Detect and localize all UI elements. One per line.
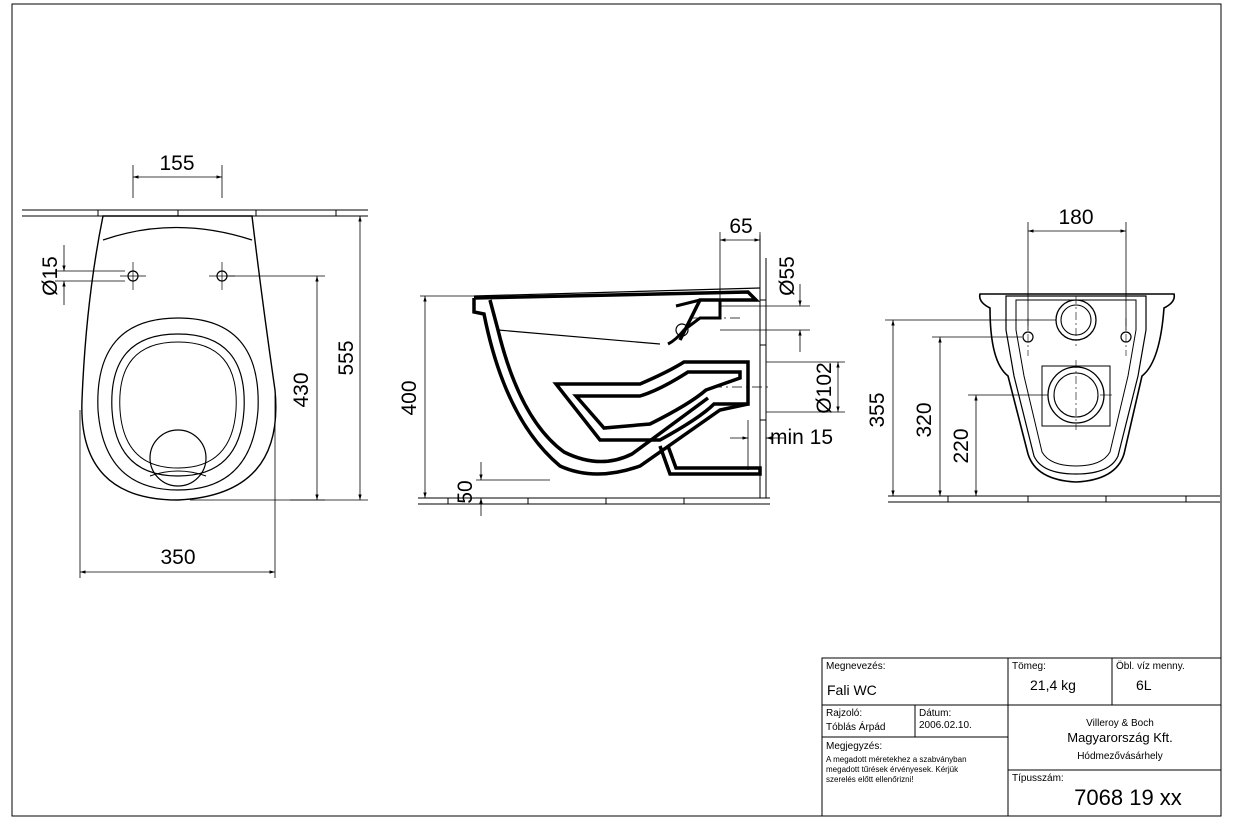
note-line-1: A megadott méretekhez a szabványban <box>826 755 967 764</box>
note-line-3: szerelés előtt ellenőrizni! <box>826 775 914 784</box>
label-220: 220 <box>950 428 973 463</box>
bowl-top-curve <box>102 226 253 241</box>
trap-channel <box>552 360 750 442</box>
side-wall-line <box>759 235 767 498</box>
flush-inlet <box>667 298 722 346</box>
dimension-min-15 <box>730 420 784 470</box>
front-view-labels: 155 Ø15 430 555 350 <box>39 152 358 569</box>
dimension-350 <box>79 395 276 578</box>
flush-label: Öbl. víz menny. <box>1116 660 1185 672</box>
rear-view <box>885 222 1220 503</box>
rim-top <box>473 290 761 341</box>
floor-line <box>418 497 770 505</box>
dimension-diameter-55 <box>690 284 810 352</box>
label-diameter-55: Ø55 <box>776 256 799 296</box>
rim-edge <box>473 287 761 297</box>
bowl-profile-outer <box>472 298 749 476</box>
label-355: 355 <box>866 392 889 427</box>
outlet-foot <box>658 445 762 476</box>
dimension-320 <box>932 336 1022 496</box>
label-diameter-102: Ø102 <box>813 362 836 413</box>
rear-floor-line <box>888 495 1220 503</box>
label-min-15: min 15 <box>770 426 833 449</box>
drain-bridge <box>149 470 207 477</box>
name-label: Megnevezés: <box>826 661 885 672</box>
type-label: Típusszám: <box>1012 773 1064 784</box>
rim-inner <box>497 329 661 345</box>
label-320: 320 <box>913 402 936 437</box>
type-value: 7068 19 xx <box>1074 785 1182 810</box>
front-view <box>22 165 368 578</box>
dimension-355 <box>885 319 1056 496</box>
drawer-label: Rajzoló: <box>826 708 862 719</box>
bowl-outline <box>81 215 277 501</box>
rear-inner <box>1005 295 1147 475</box>
company-line-3: Hódmezővásárhely <box>1077 751 1163 762</box>
bowl-rim <box>97 317 259 491</box>
dimension-diameter-102 <box>712 361 845 413</box>
label-155: 155 <box>159 152 194 175</box>
note-line-2: megadott tűrések érvényesek. Kérjük <box>826 765 959 774</box>
drain-circle <box>149 429 207 487</box>
dimension-180 <box>1027 222 1127 330</box>
flush-inlet-connector <box>675 323 689 337</box>
flush-value: 6L <box>1136 677 1152 693</box>
title-block: Megnevezés: Fali WC Tömeg: 21,4 kg Öbl. … <box>383 657 1222 817</box>
weight-label: Tömeg: <box>1012 661 1046 672</box>
label-65: 65 <box>729 215 752 238</box>
trap-inner <box>572 370 742 430</box>
label-430: 430 <box>290 372 313 407</box>
dimension-400 <box>420 295 474 498</box>
dimension-155 <box>132 165 223 198</box>
rear-view-labels: 180 355 320 220 <box>866 206 1094 464</box>
company-line-1: Villeroy & Boch <box>1086 718 1154 729</box>
dimension-555 <box>290 215 368 501</box>
dimension-65 <box>719 232 761 300</box>
label-350: 350 <box>160 546 195 569</box>
wall-line <box>22 209 368 217</box>
bowl-profile-inner <box>488 299 710 464</box>
sheet-border <box>11 3 1222 817</box>
dimension-50 <box>476 462 550 516</box>
label-diameter-15: Ø15 <box>39 256 62 296</box>
company-line-2: Magyarország Kft. <box>1067 730 1173 745</box>
date-label: Dátum: <box>919 708 951 719</box>
bowl-inner-2 <box>119 341 237 469</box>
drawer-value: Tóblás Árpád <box>826 720 885 733</box>
rear-outline <box>978 293 1176 483</box>
weight-value: 21,4 kg <box>1030 677 1076 693</box>
label-400: 400 <box>398 380 421 415</box>
note-label: Megjegyzés: <box>826 741 882 752</box>
label-555: 555 <box>335 340 358 375</box>
dimension-220 <box>968 394 1048 496</box>
bowl-inner <box>111 333 245 477</box>
dimension-diameter-15 <box>55 245 125 305</box>
side-view <box>418 232 845 516</box>
side-view-labels: 400 50 65 Ø55 Ø102 min 15 <box>398 215 836 504</box>
rear-inner-2 <box>1015 299 1137 467</box>
date-value: 2006.02.10. <box>919 720 972 731</box>
label-180: 180 <box>1058 206 1093 229</box>
label-50: 50 <box>454 480 477 503</box>
name-value: Fali WC <box>827 682 877 698</box>
